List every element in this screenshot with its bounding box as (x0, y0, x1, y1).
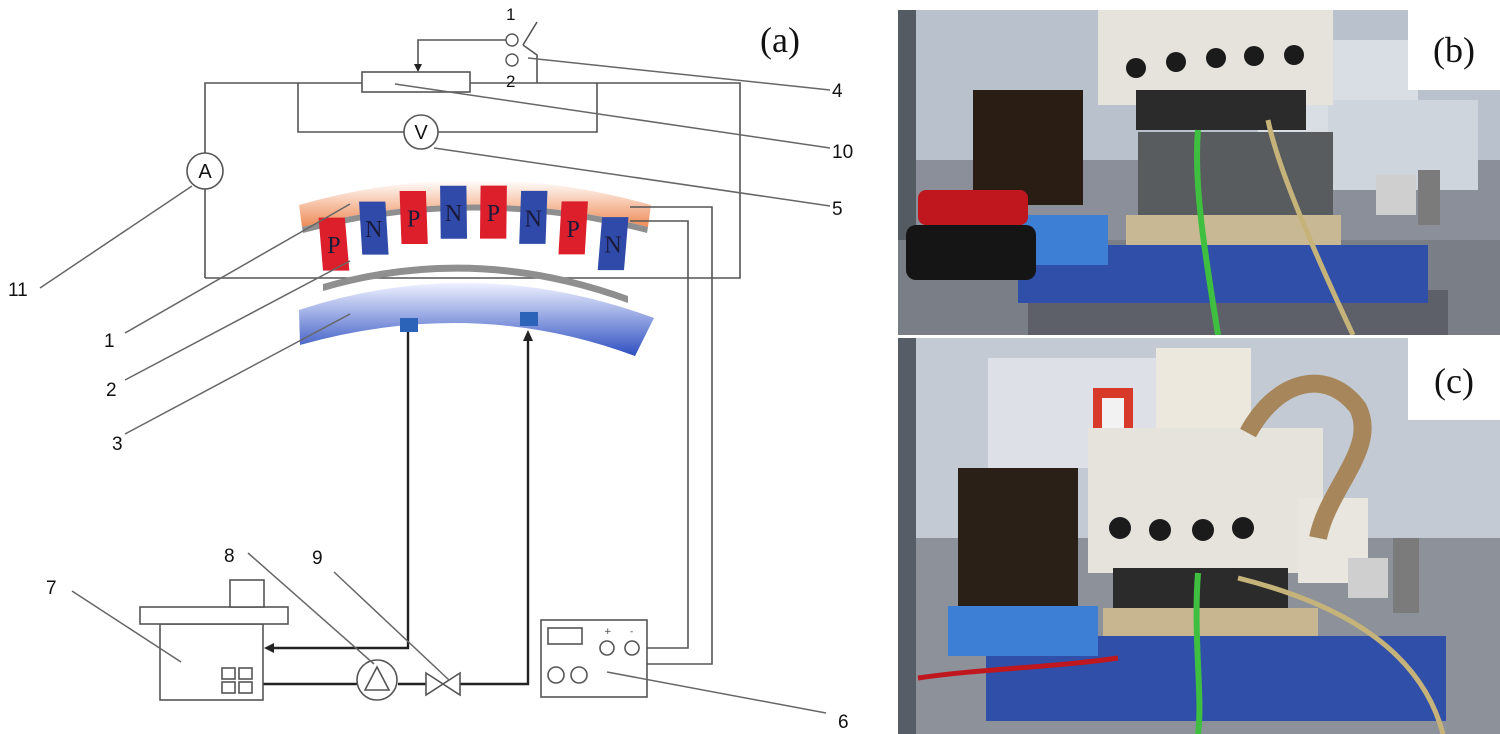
callout-5: 5 (832, 199, 843, 220)
lower-substrate (323, 264, 628, 303)
callout-1: 1 (104, 331, 115, 352)
callout-9: 9 (312, 548, 323, 569)
ammeter-symbol: A (198, 161, 212, 183)
pump-icon (356, 659, 398, 701)
leg-n-8 (597, 217, 629, 271)
leg-label-7: P (567, 217, 580, 243)
leg-label-5: P (487, 201, 500, 227)
switch-position-2: 2 (506, 72, 515, 91)
voltmeter-icon (403, 114, 439, 150)
leg-label-2: N (365, 217, 382, 243)
svg-text:-: - (630, 627, 633, 637)
photo-panel-c: (c) (898, 338, 1500, 734)
coolant-inlet-pad (400, 318, 418, 332)
leg-label-3: P (407, 207, 420, 233)
coolant-outlet-pad (520, 312, 538, 326)
hot-side-plate (299, 180, 651, 227)
panel-label-b: (b) (1408, 10, 1500, 90)
photo-panel-b: (b) (898, 10, 1500, 335)
callout-2: 2 (106, 380, 117, 401)
callout-6: 6 (838, 712, 849, 733)
callout-11: 11 (8, 280, 28, 301)
ammeter-icon (186, 152, 224, 190)
chiller-icon (139, 579, 289, 701)
valve-icon (425, 671, 461, 697)
callout-3: 3 (112, 434, 123, 455)
leg-p-5 (479, 185, 507, 239)
leg-label-4: N (445, 201, 462, 227)
callout-lines (39, 57, 831, 714)
leg-label-1: P (327, 233, 340, 259)
leg-label-6: N (525, 206, 542, 232)
sensor-wiring (625, 206, 713, 665)
leg-n-4 (440, 185, 468, 239)
leg-p-3 (399, 191, 428, 245)
leg-p-1 (318, 217, 350, 271)
callout-8: 8 (224, 546, 235, 567)
power-supply-icon (540, 619, 648, 698)
test-rig-photo-b (898, 10, 1500, 335)
test-rig-photo-c (898, 338, 1500, 734)
switch-position-1: 1 (506, 5, 515, 24)
callout-7: 7 (46, 578, 57, 599)
cold-side-plate (299, 282, 654, 356)
leg-label-8: N (604, 233, 621, 259)
leg-n-6 (519, 190, 548, 244)
panel-label-c: (c) (1408, 338, 1500, 420)
leg-n-2 (359, 201, 389, 255)
circuit-wiring (204, 39, 741, 279)
callout-10: 10 (832, 142, 853, 163)
leg-p-7 (558, 201, 588, 255)
coolant-loop (262, 332, 530, 686)
voltmeter-symbol: V (414, 122, 428, 144)
rheostat-icon (361, 71, 471, 93)
switch-icon (505, 21, 538, 67)
svg-text:+: + (604, 627, 612, 637)
callout-4: 4 (832, 81, 843, 102)
panel-label-a: (a) (760, 20, 800, 60)
